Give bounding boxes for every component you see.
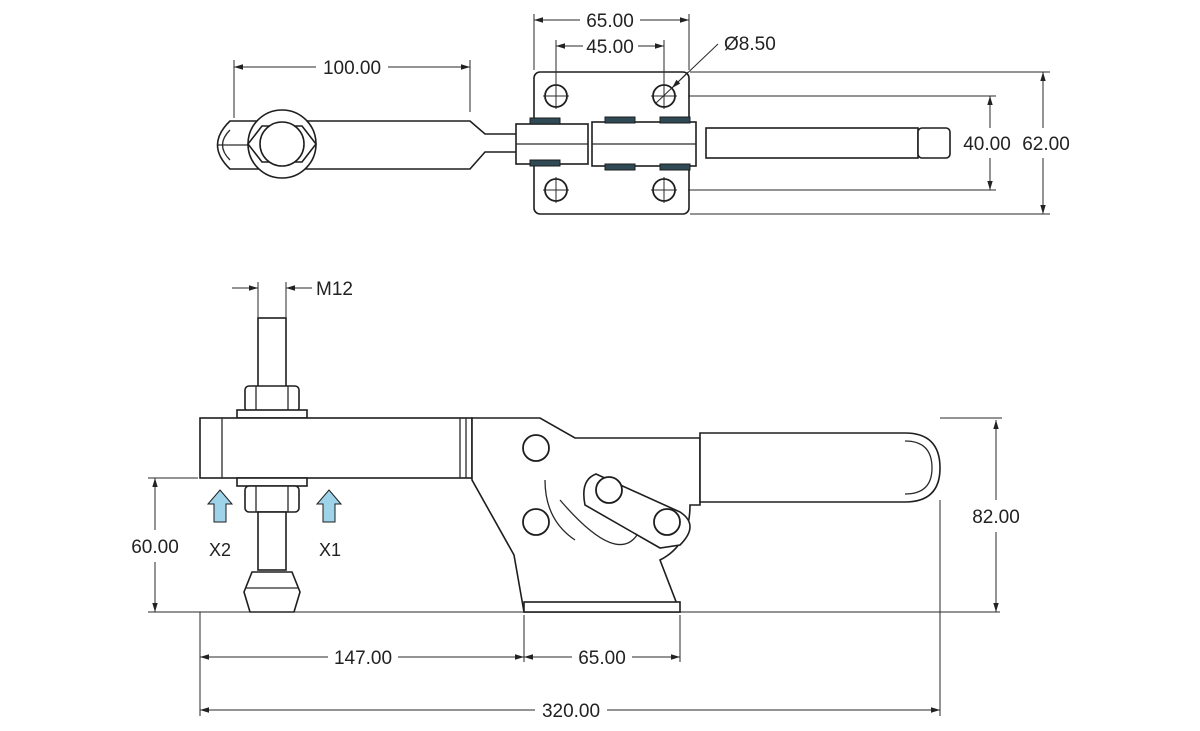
force-arrow-x1	[315, 489, 343, 523]
top-view: 65.00 45.00 Ø8.50 100.00	[216, 11, 1070, 215]
spindle-upper	[257, 317, 287, 389]
spindle-nut-top	[246, 109, 318, 179]
lower-nut	[244, 485, 300, 513]
dim-plate-width: 65.00	[533, 11, 690, 70]
pivot-2	[522, 508, 550, 536]
handle-side	[699, 432, 941, 503]
pivot-4	[653, 508, 681, 536]
dim-thread-label: M12	[316, 279, 353, 300]
handle-top	[705, 127, 919, 159]
dim-arm-length: 100.00	[233, 58, 471, 118]
dim-total-length-label: 320.00	[542, 701, 600, 722]
base-plate-side	[523, 601, 681, 613]
dim-total-height: 82.00	[940, 417, 1020, 612]
dim-hole-spacing-y-label: 40.00	[963, 134, 1011, 155]
dim-base-length-label: 65.00	[578, 648, 626, 669]
dim-plate-height-label: 62.00	[1022, 134, 1070, 155]
dim-thread: M12	[232, 279, 353, 318]
pressure-tip	[243, 571, 301, 613]
dim-plate-width-label: 65.00	[586, 11, 634, 32]
handle-grip-end	[917, 127, 951, 159]
side-view: X2 X1 M12 60.00 82.00	[131, 279, 1020, 722]
dim-hole-spacing-x: 45.00	[555, 37, 665, 84]
force-arrow-x2	[206, 489, 234, 523]
dim-plate-height: 62.00	[690, 71, 1070, 215]
dim-total-length: 320.00	[200, 701, 940, 722]
clamp-arm-side	[199, 417, 473, 479]
spindle-lower	[257, 511, 287, 571]
dim-spindle-to-base-label: 147.00	[334, 648, 392, 669]
dim-arm-length-label: 100.00	[323, 58, 381, 79]
label-x1: X1	[319, 540, 341, 560]
label-x2: X2	[209, 540, 231, 560]
dim-spindle-height-label: 60.00	[131, 537, 179, 558]
dim-base-length: 65.00	[524, 648, 680, 669]
dim-hole-diameter-label: Ø8.50	[724, 34, 776, 55]
dim-spindle-height: 60.00	[131, 477, 1000, 613]
pivot-1	[522, 434, 550, 462]
dim-hole-diameter: Ø8.50	[654, 34, 776, 105]
dim-total-height-label: 82.00	[972, 507, 1020, 528]
upper-nut	[244, 385, 300, 413]
dim-hole-spacing-x-label: 45.00	[586, 37, 634, 58]
pivot-3	[595, 476, 623, 504]
dim-spindle-to-base: 147.00	[199, 500, 941, 716]
dim-hole-spacing-y: 40.00	[688, 95, 1011, 191]
